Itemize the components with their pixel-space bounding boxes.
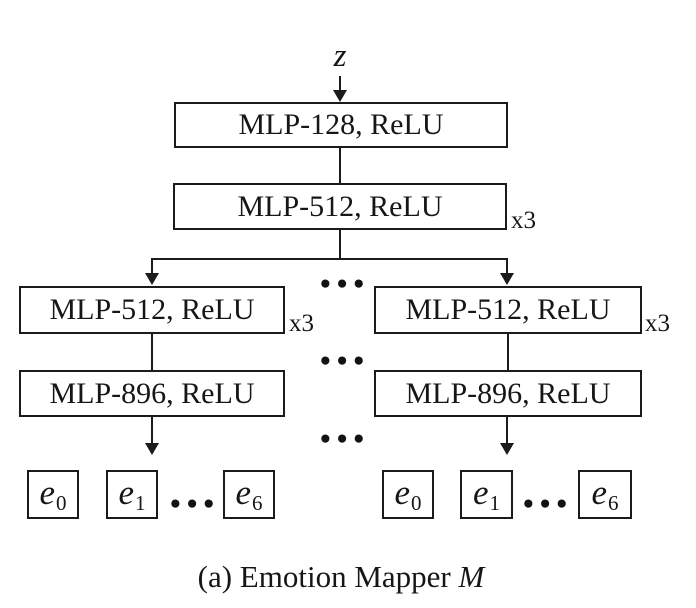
right-output-e1-box: e1 bbox=[460, 470, 513, 519]
e0-label: e0 bbox=[39, 472, 67, 516]
connector-line bbox=[507, 334, 509, 370]
connector-line bbox=[339, 148, 341, 183]
trunk-mlp-512-label: MLP-512, ReLU bbox=[237, 189, 443, 223]
ellipsis-icon: ••• bbox=[521, 492, 572, 518]
left-branch-repeat-x3-label: x3 bbox=[289, 310, 314, 337]
arrow-down-icon bbox=[145, 443, 159, 455]
connector-line bbox=[506, 417, 508, 444]
left-output-e6-box: e6 bbox=[223, 470, 275, 519]
ellipsis-icon: ••• bbox=[318, 272, 369, 298]
trunk-repeat-x3-label: x3 bbox=[511, 207, 536, 234]
figure-caption: (a) Emotion Mapper M bbox=[141, 558, 541, 595]
left-output-e0-box: e0 bbox=[27, 470, 79, 519]
ellipsis-icon: ••• bbox=[318, 349, 369, 375]
ellipsis-icon: ••• bbox=[168, 492, 219, 518]
connector-line bbox=[339, 76, 341, 91]
connector-line bbox=[339, 230, 341, 259]
right-output-e6-box: e6 bbox=[578, 470, 632, 519]
connector-line bbox=[151, 334, 153, 370]
right-branch-mlp-896-box: MLP-896, ReLU bbox=[374, 370, 642, 417]
e1-label: e1 bbox=[118, 472, 146, 516]
right-branch-mlp-512-label: MLP-512, ReLU bbox=[405, 293, 611, 326]
connector-line bbox=[151, 417, 153, 444]
caption-symbol-m: M bbox=[458, 559, 485, 594]
arrow-down-icon bbox=[500, 443, 514, 455]
left-branch-mlp-512-box: MLP-512, ReLU bbox=[19, 286, 285, 334]
e6-label: e6 bbox=[591, 472, 619, 516]
connector-line bbox=[506, 258, 508, 274]
arrow-down-icon bbox=[145, 273, 159, 285]
right-branch-mlp-512-box: MLP-512, ReLU bbox=[374, 286, 642, 334]
connector-line bbox=[151, 258, 153, 274]
left-output-e1-box: e1 bbox=[106, 470, 158, 519]
arrow-down-icon bbox=[500, 273, 514, 285]
left-branch-mlp-512-label: MLP-512, ReLU bbox=[49, 293, 255, 326]
trunk-mlp-512-box: MLP-512, ReLU bbox=[173, 183, 507, 230]
ellipsis-icon: ••• bbox=[318, 427, 369, 453]
e1-label: e1 bbox=[472, 472, 501, 516]
left-branch-mlp-896-label: MLP-896, ReLU bbox=[49, 376, 255, 410]
left-branch-mlp-896-box: MLP-896, ReLU bbox=[19, 370, 285, 417]
trunk-mlp-128-label: MLP-128, ReLU bbox=[238, 108, 444, 141]
branch-split-line bbox=[151, 258, 508, 260]
e6-label: e6 bbox=[235, 472, 263, 516]
arrow-down-icon bbox=[333, 90, 347, 102]
latent-z-label: z bbox=[333, 38, 347, 74]
right-branch-mlp-896-label: MLP-896, ReLU bbox=[405, 376, 611, 410]
e0-label: e0 bbox=[394, 472, 422, 516]
trunk-mlp-128-box: MLP-128, ReLU bbox=[174, 102, 508, 148]
right-branch-repeat-x3-label: x3 bbox=[645, 310, 670, 337]
right-output-e0-box: e0 bbox=[382, 470, 434, 519]
caption-text: (a) Emotion Mapper bbox=[197, 559, 459, 594]
